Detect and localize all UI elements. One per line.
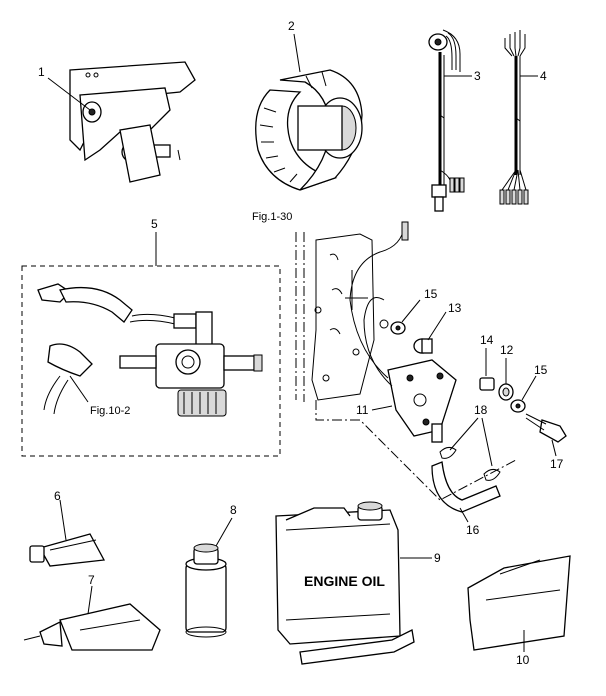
callout-7: 7 — [88, 573, 95, 587]
callout-13: 13 — [448, 301, 462, 315]
ref-fig-1-30: Fig.1-30 — [252, 211, 292, 223]
callout-16: 16 — [466, 523, 480, 537]
leader-8 — [215, 517, 233, 547]
engine-oil-label: ENGINE OIL — [304, 573, 385, 589]
callout-3: 3 — [474, 69, 481, 83]
part-11-fuel-pump — [349, 221, 457, 443]
leader-fig-10-2 — [69, 375, 89, 403]
part-16-hose — [431, 461, 501, 513]
part-5-fuel-pump-kit — [37, 283, 263, 417]
part-12-grommet — [498, 383, 514, 401]
engine-block-outline — [295, 232, 375, 402]
part-3-wire-harness — [428, 29, 465, 212]
leader-16 — [459, 507, 469, 523]
callout-9: 9 — [434, 551, 441, 565]
callout-4: 4 — [540, 69, 547, 83]
part-10-cover — [467, 555, 571, 651]
leader-6 — [59, 499, 67, 541]
part-14-collar — [479, 377, 495, 391]
part-5-kit-boundary — [21, 265, 281, 457]
callout-18: 18 — [474, 403, 488, 417]
callout-10: 10 — [516, 653, 530, 667]
part-7-tube — [23, 603, 161, 651]
callout-6: 6 — [54, 489, 61, 503]
callout-11: 11 — [356, 403, 369, 417]
leader-18a — [449, 417, 479, 451]
part-4-wire-harness — [499, 30, 529, 205]
callout-8: 8 — [230, 503, 237, 517]
ref-fig-10-2: Fig.10-2 — [90, 405, 130, 417]
callout-15a: 15 — [424, 287, 438, 301]
part-13-grommet — [413, 338, 433, 354]
part-8-can — [185, 543, 227, 638]
leader-15a — [401, 299, 421, 323]
leader-7 — [87, 585, 93, 615]
callout-15b: 15 — [534, 363, 548, 377]
part-15a-washer — [390, 321, 406, 335]
callout-17: 17 — [550, 457, 564, 471]
callout-1: 1 — [38, 65, 45, 79]
callout-14: 14 — [480, 333, 494, 347]
callout-12: 12 — [500, 343, 514, 357]
part-18-clip — [439, 446, 501, 481]
leader-11 — [371, 405, 393, 411]
part-2-flywheel — [255, 69, 363, 191]
part-9-oil-container: ENGINE OIL — [275, 501, 415, 665]
leader-1 — [47, 77, 91, 111]
part-17-bolt — [525, 413, 567, 443]
leader-15b — [521, 375, 537, 401]
callout-5: 5 — [151, 217, 158, 231]
leader-13 — [427, 311, 447, 341]
leader-17 — [551, 439, 557, 457]
part-1-stator-assembly — [69, 61, 196, 183]
leader-18b — [481, 417, 493, 467]
part-6-tube — [29, 533, 106, 567]
leader-2 — [293, 33, 301, 73]
part-15b-washer — [510, 399, 526, 413]
callout-2: 2 — [288, 19, 295, 33]
assembly-guide-line — [315, 400, 517, 501]
